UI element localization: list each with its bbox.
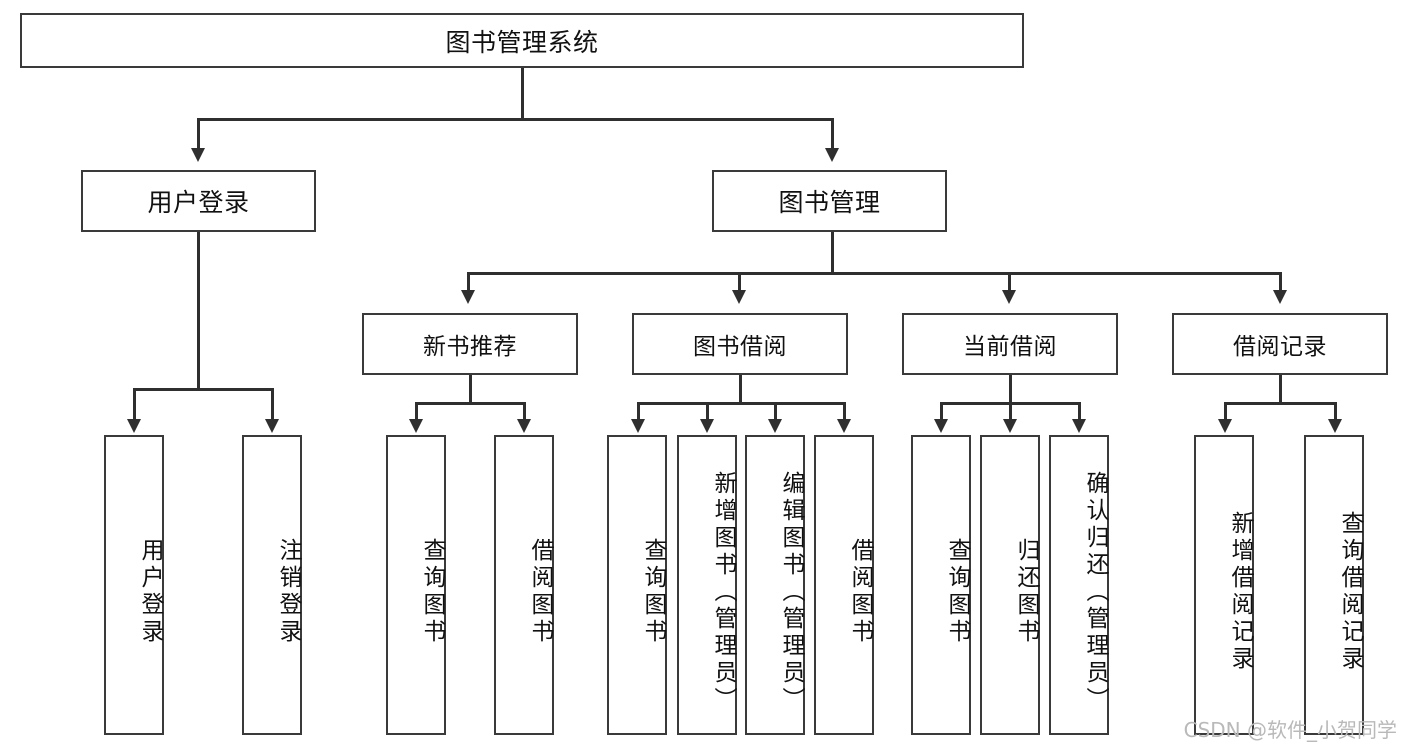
node-label: 编辑图书（管理员） xyxy=(778,470,804,714)
arrow-down-icon xyxy=(265,419,279,433)
arrow-down-icon xyxy=(1072,419,1086,433)
leaf-borrow-record-query[interactable]: 查询借阅记录 xyxy=(1304,435,1364,735)
node-label: 新增图书（管理员） xyxy=(710,470,736,714)
connector-nb-to-leaf-1 xyxy=(415,402,418,421)
node-label: 当前借阅 xyxy=(963,334,1057,360)
connector-nb-to-leaf-2 xyxy=(523,402,526,421)
node-label: 注销登录 xyxy=(275,538,301,646)
leaf-borrow-record-add[interactable]: 新增借阅记录 xyxy=(1194,435,1254,735)
arrow-down-icon xyxy=(1003,419,1017,433)
connector-bm-to-new-book xyxy=(467,272,470,292)
node-book-borrow[interactable]: 图书借阅 xyxy=(632,313,848,375)
node-user-login[interactable]: 用户登录 xyxy=(81,170,316,232)
connector-book-borrow-bus xyxy=(637,402,845,405)
connector-cb-to-leaf-1 xyxy=(940,402,943,421)
arrow-down-icon xyxy=(631,419,645,433)
arrow-down-icon xyxy=(1328,419,1342,433)
connector-bb-to-leaf-1 xyxy=(637,402,640,421)
node-label: 查询借阅记录 xyxy=(1337,511,1363,673)
leaf-book-borrow-query[interactable]: 查询图书 xyxy=(607,435,667,735)
arrow-down-icon xyxy=(837,419,851,433)
node-label: 图书管理系统 xyxy=(445,27,599,57)
node-label: 用户登录 xyxy=(147,188,250,217)
node-label: 图书借阅 xyxy=(693,334,787,360)
leaf-current-borrow-query[interactable]: 查询图书 xyxy=(911,435,971,735)
arrow-down-icon xyxy=(1273,290,1287,304)
leaf-current-borrow-return[interactable]: 归还图书 xyxy=(980,435,1040,735)
node-borrow-record[interactable]: 借阅记录 xyxy=(1172,313,1388,375)
connector-bm-to-current-borrow xyxy=(1008,272,1011,292)
connector-bb-to-leaf-4 xyxy=(843,402,846,421)
connector-bb-to-leaf-2 xyxy=(706,402,709,421)
leaf-user-login-login[interactable]: 用户登录 xyxy=(104,435,164,735)
connector-borrow-record-bus xyxy=(1224,402,1336,405)
connector-user-login-to-leaf-1 xyxy=(133,388,136,421)
node-new-book-recommend[interactable]: 新书推荐 xyxy=(362,313,578,375)
arrow-down-icon xyxy=(517,419,531,433)
arrow-down-icon xyxy=(732,290,746,304)
node-label: 新书推荐 xyxy=(423,334,517,360)
connector-bm-to-borrow-record xyxy=(1279,272,1282,292)
node-label: 查询图书 xyxy=(640,538,666,646)
connector-br-to-leaf-1 xyxy=(1224,402,1227,421)
arrow-down-icon xyxy=(461,290,475,304)
arrow-down-icon xyxy=(409,419,423,433)
node-label: 归还图书 xyxy=(1013,538,1039,646)
arrow-down-icon xyxy=(191,148,205,162)
connector-user-login-bus xyxy=(133,388,273,391)
connector-root-bus xyxy=(197,118,834,121)
connector-bb-to-leaf-3 xyxy=(774,402,777,421)
connector-book-borrow-stem xyxy=(739,375,742,404)
leaf-user-login-logout[interactable]: 注销登录 xyxy=(242,435,302,735)
connector-book-management-bus xyxy=(467,272,1279,275)
csdn-watermark: CSDN @软件_小贺同学 xyxy=(1183,718,1397,742)
node-label: 借阅图书 xyxy=(527,538,553,646)
node-label: 借阅记录 xyxy=(1233,334,1327,360)
connector-user-login-stem xyxy=(197,232,200,390)
arrow-down-icon xyxy=(934,419,948,433)
leaf-current-borrow-confirm-return[interactable]: 确认归还（管理员） xyxy=(1049,435,1109,735)
arrow-down-icon xyxy=(768,419,782,433)
connector-bm-to-book-borrow xyxy=(738,272,741,292)
connector-cb-to-leaf-2 xyxy=(1009,402,1012,421)
arrow-down-icon xyxy=(825,148,839,162)
connector-root-to-user-login xyxy=(197,118,200,150)
node-label: 借阅图书 xyxy=(847,538,873,646)
connector-root-to-book-management xyxy=(831,118,834,150)
connector-new-book-stem xyxy=(469,375,472,404)
arrow-down-icon xyxy=(700,419,714,433)
node-label: 确认归还（管理员） xyxy=(1082,470,1108,714)
node-label: 查询图书 xyxy=(944,538,970,646)
node-book-management[interactable]: 图书管理 xyxy=(712,170,947,232)
arrow-down-icon xyxy=(127,419,141,433)
arrow-down-icon xyxy=(1218,419,1232,433)
connector-borrow-record-stem xyxy=(1279,375,1282,404)
connector-cb-to-leaf-3 xyxy=(1078,402,1081,421)
leaf-new-book-borrow[interactable]: 借阅图书 xyxy=(494,435,554,735)
leaf-new-book-query[interactable]: 查询图书 xyxy=(386,435,446,735)
connector-user-login-to-leaf-2 xyxy=(271,388,274,421)
leaf-book-borrow-edit[interactable]: 编辑图书（管理员） xyxy=(745,435,805,735)
node-label: 查询图书 xyxy=(419,538,445,646)
node-label: 新增借阅记录 xyxy=(1227,511,1253,673)
connector-root-stem xyxy=(521,68,524,120)
connector-book-management-stem xyxy=(831,232,834,274)
connector-new-book-bus xyxy=(415,402,525,405)
node-label: 图书管理 xyxy=(778,188,881,217)
leaf-book-borrow-add[interactable]: 新增图书（管理员） xyxy=(677,435,737,735)
leaf-book-borrow-borrow[interactable]: 借阅图书 xyxy=(814,435,874,735)
connector-br-to-leaf-2 xyxy=(1334,402,1337,421)
connector-current-borrow-stem xyxy=(1009,375,1012,404)
node-current-borrow[interactable]: 当前借阅 xyxy=(902,313,1118,375)
node-root-book-management-system[interactable]: 图书管理系统 xyxy=(20,13,1024,68)
node-label: 用户登录 xyxy=(137,538,163,646)
arrow-down-icon xyxy=(1002,290,1016,304)
